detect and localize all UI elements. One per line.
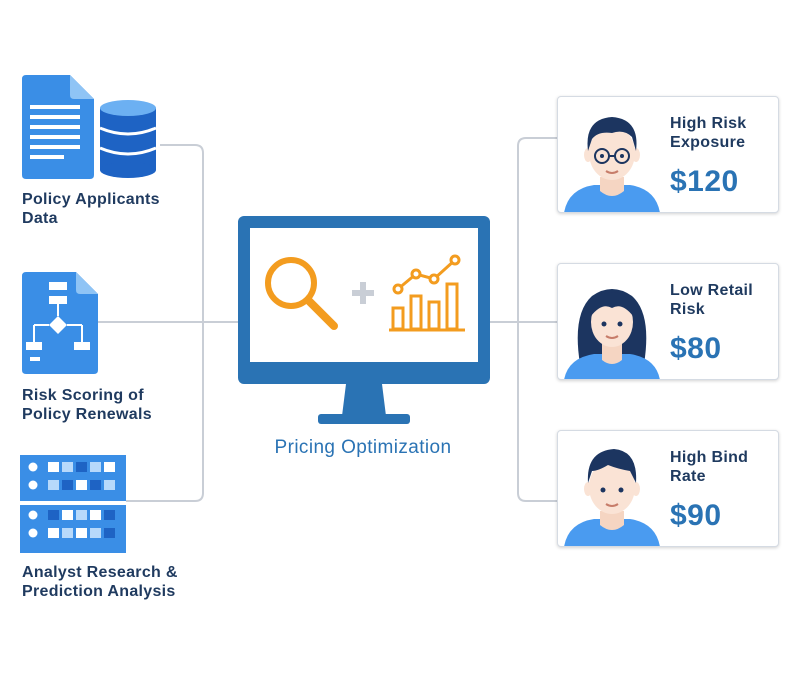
segment-price: $120 <box>670 165 739 198</box>
segment-card-high-bind: High Bind Rate $90 <box>557 430 779 547</box>
center-label: Pricing Optimization <box>274 437 452 458</box>
search-icon <box>262 254 342 339</box>
man-avatar <box>564 441 660 546</box>
source-label-analyst-research: Analyst Research & Prediction Analysis <box>22 564 178 600</box>
man-glasses-avatar <box>564 107 660 212</box>
segment-title: Low Retail Risk <box>670 282 754 318</box>
segment-card-low-retail: Low Retail Risk $80 <box>557 263 779 380</box>
source-label-risk-scoring: Risk Scoring of Policy Renewals <box>22 387 152 423</box>
segment-price: $80 <box>670 332 722 365</box>
segment-card-high-risk: High Risk Exposure $120 <box>557 96 779 213</box>
plus-icon <box>351 281 375 310</box>
document-database-icon <box>20 75 160 185</box>
segment-price: $90 <box>670 499 722 532</box>
research-grid-icon <box>20 455 126 558</box>
segment-title: High Risk Exposure <box>670 115 747 151</box>
growth-chart-icon <box>389 252 469 339</box>
woman-avatar <box>564 274 660 379</box>
source-label-applicants: Policy Applicants Data <box>22 191 160 227</box>
segment-title: High Bind Rate <box>670 449 749 485</box>
flowchart-document-icon <box>20 272 100 379</box>
